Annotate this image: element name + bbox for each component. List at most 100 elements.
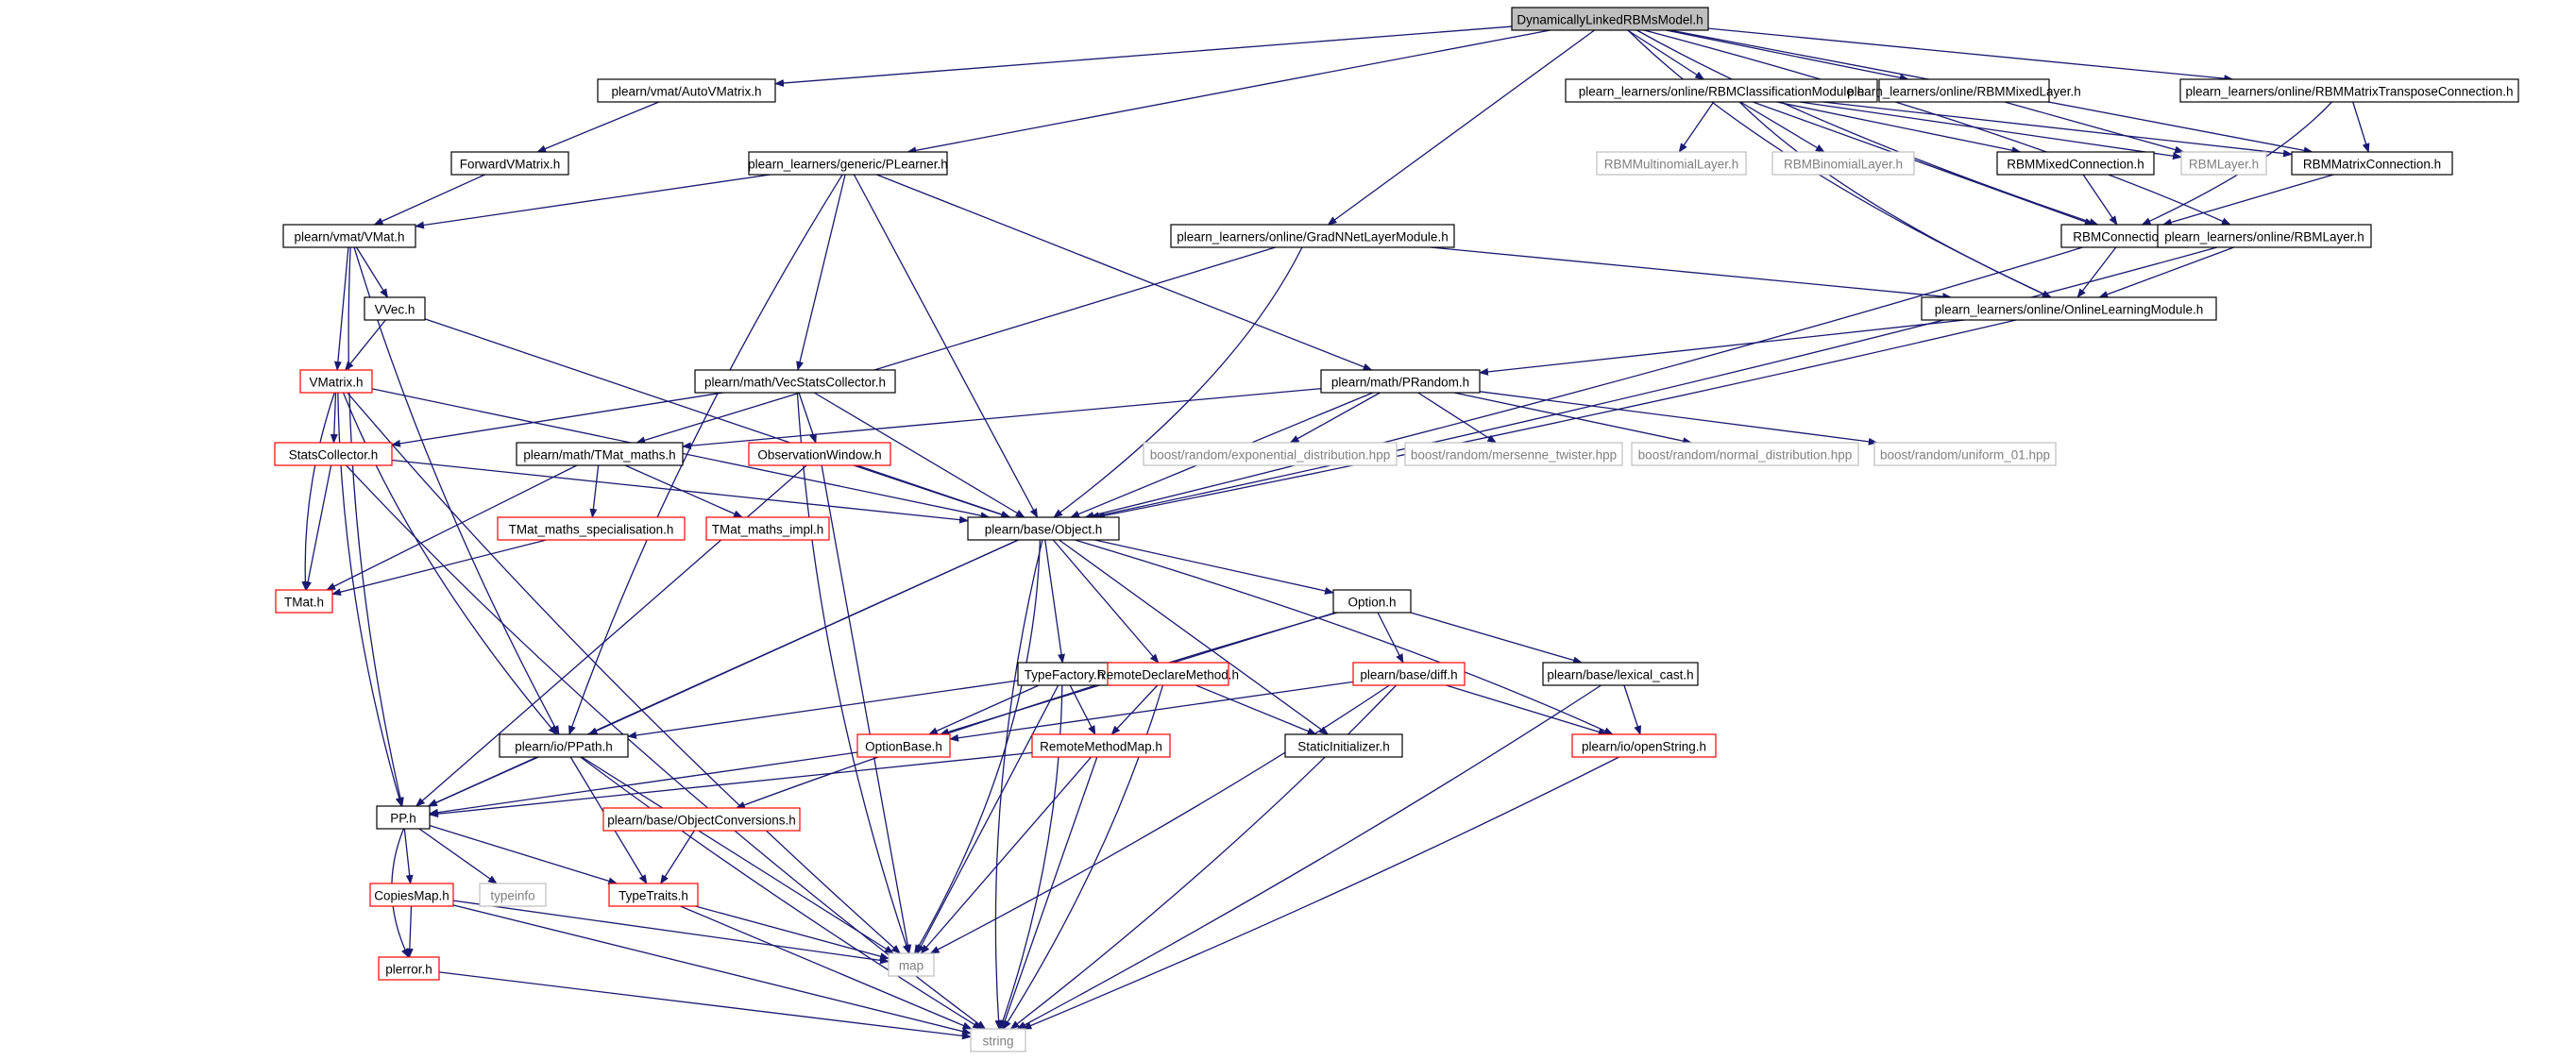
edge-object-to-openstring [1074,539,1614,735]
node-remotedecl[interactable]: RemoteDeclareMethod.h [1097,662,1239,686]
edge-tmatmaths-to-tmatspec [589,464,600,518]
node-openstring[interactable]: plearn/io/openString.h [1571,733,1717,758]
node-typetraits[interactable]: TypeTraits.h [608,883,699,907]
edge-line [929,684,1390,954]
edge-line [1022,756,1619,1030]
node-label: StaticInitializer.h [1297,740,1390,754]
node-copiesmap[interactable]: CopiesMap.h [369,883,454,907]
edge-line [821,464,912,954]
node-root[interactable]: DynamicallyLinkedRBMsModel.h [1511,7,1709,31]
node-tmat[interactable]: TMat.h [275,589,333,614]
node-ppath[interactable]: plearn/io/PPath.h [499,733,629,758]
node-tmatmaths[interactable]: plearn/math/TMat_maths.h [516,442,684,466]
node-rbmmultinomial: RBMMultinomialLayer.h [1596,151,1747,176]
edge-line [1003,684,1164,1030]
edge-vecstats-to-map [796,392,910,954]
node-box [1031,733,1171,758]
edge-line [1666,29,1909,82]
edge-remotemethodmap-to-pp [429,751,1033,818]
node-typefactory[interactable]: TypeFactory.h [1017,662,1111,686]
node-rbmmixedlayer[interactable]: plearn_learners/online/RBMMixedLayer.h [1847,78,2081,103]
edge-line [415,174,771,229]
edge-rbmclass-to-rbmlayerh [1799,101,2182,160]
node-vmat[interactable]: plearn/vmat/VMat.h [282,224,416,248]
edge-tmatmaths-to-tmatimpl [624,464,743,518]
edge-line [347,392,901,954]
node-label: TypeFactory.h [1025,668,1105,682]
node-gradnnet[interactable]: plearn_learners/online/GradNNetLayerModu… [1170,224,1455,248]
edge-line [342,392,558,735]
edge-line [347,246,404,807]
node-box [275,589,333,614]
edge-line [589,464,600,518]
node-vecstats[interactable]: plearn/math/VecStatsCollector.h [694,369,896,394]
node-label: PP.h [390,812,416,826]
node-rbmclass[interactable]: plearn_learners/online/RBMClassification… [1565,78,1878,103]
node-object[interactable]: plearn/base/Object.h [967,516,1120,541]
edge-typefactory-to-ppath [627,680,1019,739]
node-diff[interactable]: plearn/base/diff.h [1352,662,1466,686]
node-pp[interactable]: PP.h [376,805,431,830]
node-vmatrix[interactable]: VMatrix.h [299,369,373,394]
node-label: plearn/base/diff.h [1360,668,1457,682]
edge-forwardvmatrix-to-vmat [373,174,485,226]
node-box [450,151,569,176]
node-tmatspec[interactable]: TMat_maths_specialisation.h [497,516,686,541]
edge-optionbase-to-pp [429,751,858,816]
edge-line [916,684,1059,954]
node-label: plearn/base/ObjectConversions.h [607,814,796,828]
edge-line [429,751,858,816]
edge-line [999,684,1063,1030]
edge-line [1707,27,2234,83]
node-rbmmixedconn[interactable]: RBMMixedConnection.h [1996,151,2155,176]
edge-rbmmtc-to-rbmmatrixconn [2352,101,2370,153]
edge-line [1053,246,1303,518]
node-remotemethodmap[interactable]: RemoteMethodMap.h [1031,733,1171,758]
node-rbmmatrixconn[interactable]: RBMMatrixConnection.h [2291,151,2453,176]
node-lexicalcast[interactable]: plearn/base/lexical_cast.h [1542,662,1699,686]
node-forwardvmatrix[interactable]: ForwardVMatrix.h [450,151,569,176]
node-statscollector[interactable]: StatsCollector.h [274,442,393,466]
node-onlinelm[interactable]: plearn_learners/online/OnlineLearningMod… [1921,296,2217,321]
node-onlinerbmlayer[interactable]: plearn_learners/online/RBMLayer.h [2157,224,2372,248]
edge-line [1069,684,1096,735]
file-nodes: DynamicallyLinkedRBMsModel.h plearn/vmat/… [274,7,2519,1052]
node-optionbase[interactable]: OptionBase.h [856,733,951,758]
node-box [369,883,454,907]
node-label: boost/random/normal_distribution.hpp [1638,448,1853,463]
node-label: RemoteMethodMap.h [1040,740,1162,754]
edge-typetraits-to-string [680,905,973,1030]
node-option[interactable]: Option.h [1332,589,1412,614]
node-label: plearn/math/PRandom.h [1331,376,1469,390]
node-autovmatrix[interactable]: plearn/vmat/AutoVMatrix.h [597,78,776,103]
node-box [694,369,896,394]
edge-plearner-to-vmat [415,174,771,229]
node-box [1404,442,1623,466]
node-tmatimpl[interactable]: TMat_maths_impl.h [705,516,830,541]
edge-line [1739,101,1825,153]
node-staticinit[interactable]: StaticInitializer.h [1284,733,1403,758]
edge-line [330,392,338,444]
node-obswindow[interactable]: ObservationWindow.h [748,442,891,466]
node-box [1284,733,1403,758]
node-plerror[interactable]: plerror.h [378,956,440,981]
node-label: plearn_learners/online/RBMMixedLayer.h [1847,85,2081,99]
node-box [2291,151,2453,176]
node-box [888,952,935,977]
node-boostmt: boost/random/mersenne_twister.hpp [1404,442,1623,466]
node-label: RBMMatrixConnection.h [2303,158,2441,172]
node-prandom[interactable]: plearn/math/PRandom.h [1320,369,1481,394]
node-objconv[interactable]: plearn/base/ObjectConversions.h [602,807,801,832]
edge-line [1738,101,2052,298]
edge-line [333,246,349,371]
edge-line [424,318,1011,518]
edge-line [1009,684,1398,1030]
node-rbmmtc[interactable]: plearn_learners/online/RBMMatrixTranspos… [2179,78,2519,103]
node-label: map [899,959,924,973]
edge-line [660,830,695,884]
edge-line [326,464,578,591]
node-plearner[interactable]: plearn_learners/generic/PLearner.h [748,151,948,176]
edge-line [796,174,846,371]
node-vvec[interactable]: VVec.h [364,296,426,321]
edge-plerror-to-string [438,971,972,1040]
